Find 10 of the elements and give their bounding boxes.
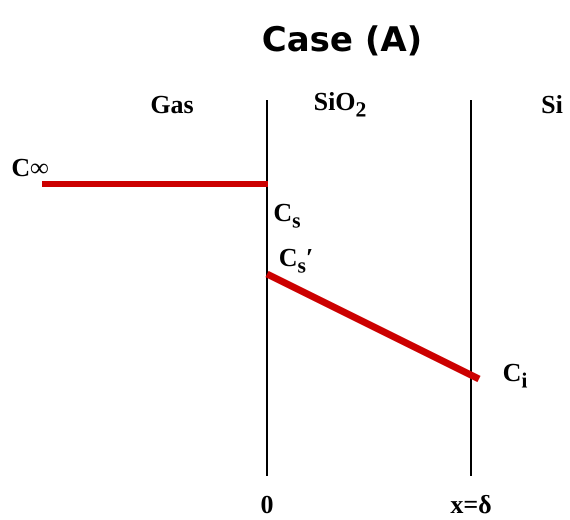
- concentration-label: C$_{i}$: [502, 360, 528, 392]
- diagram-title: Case (A): [262, 23, 422, 57]
- concentration-label: C∞: [11, 155, 49, 181]
- concentration-label: C$_{s}$′: [278, 245, 314, 277]
- concentration-label: C$_{s}$: [273, 200, 301, 232]
- axis-tick-label: x=δ: [450, 492, 492, 518]
- axis-tick-label: 0: [260, 492, 274, 518]
- region-label: SiO$_{2}$: [314, 89, 366, 121]
- region-label: Gas: [150, 92, 194, 118]
- region-label: Si: [541, 92, 563, 118]
